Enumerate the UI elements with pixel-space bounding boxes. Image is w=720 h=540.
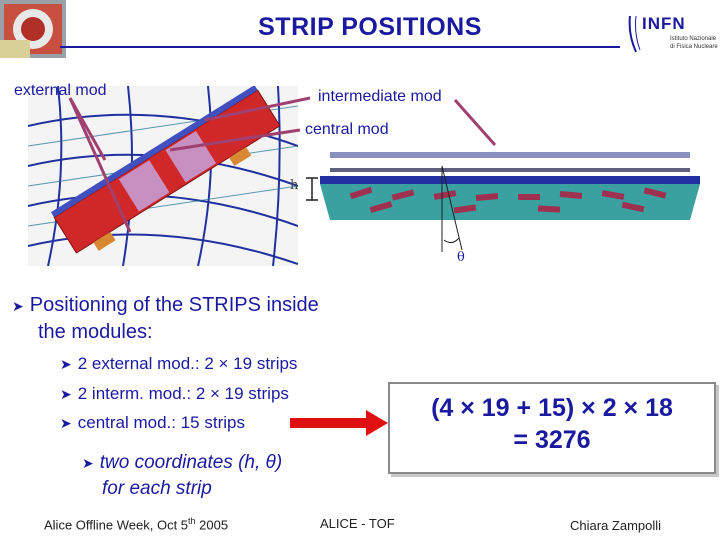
sub-bullet-1: ➤2 external mod.: 2 × 19 strips: [60, 354, 298, 373]
bullet-main-line1: Positioning of the STRIPS inside: [29, 294, 319, 316]
bullet-arrow-icon: ➤: [12, 298, 24, 314]
label-external-mod: external mod: [14, 82, 107, 99]
bullet-arrow-icon: ➤: [82, 455, 94, 471]
theta-label: θ: [457, 250, 465, 265]
bullet-arrow-icon: ➤: [60, 415, 72, 431]
infn-logo: INFN Istituto Nazionale di Fisica Nuclea…: [626, 10, 718, 56]
infn-logo-text: INFN: [642, 14, 686, 33]
bullet-coordinates: ➤two coordinates (h, θ) for each strip: [82, 452, 283, 499]
bullet-main-line2: the modules:: [38, 321, 153, 343]
strip-cross-section-image: [306, 152, 700, 252]
footer-author: Chiara Zampolli: [570, 518, 662, 533]
bullet-arrow-icon: ➤: [60, 356, 72, 372]
detector-3d-image: [28, 86, 298, 266]
result-line2: = 3276: [513, 426, 591, 454]
infn-logo-sub1: Istituto Nazionale: [670, 36, 717, 42]
title-divider: [60, 46, 620, 48]
sub-bullet-2: ➤2 interm. mod.: 2 × 19 strips: [60, 384, 289, 403]
bullet-main: ➤ Positioning of the STRIPS inside the mo…: [12, 292, 319, 345]
bullet-arrow-icon: ➤: [60, 386, 72, 402]
sub-bullet-3: ➤central mod.: 15 strips: [60, 413, 245, 432]
result-box: [388, 382, 716, 474]
alice-logo-image: [0, 0, 66, 58]
page-title: STRIP POSITIONS: [258, 13, 482, 41]
h-label: h: [290, 178, 299, 193]
infn-logo-sub2: di Fisica Nucleare: [670, 44, 718, 50]
footer-center: ALICE - TOF: [320, 516, 395, 531]
infn-emblem-icon: [628, 15, 641, 53]
result-line1: (4 × 19 + 15) × 2 × 18: [431, 394, 673, 422]
label-central-mod: central mod: [305, 121, 389, 138]
label-intermediate-mod: intermediate mod: [318, 88, 442, 105]
red-arrow-icon: [290, 410, 388, 436]
result-formula: (4 × 19 + 15) × 2 × 18 = 3276: [392, 392, 712, 456]
footer-event: Alice Offline Week, Oct 5th 2005: [44, 516, 229, 533]
